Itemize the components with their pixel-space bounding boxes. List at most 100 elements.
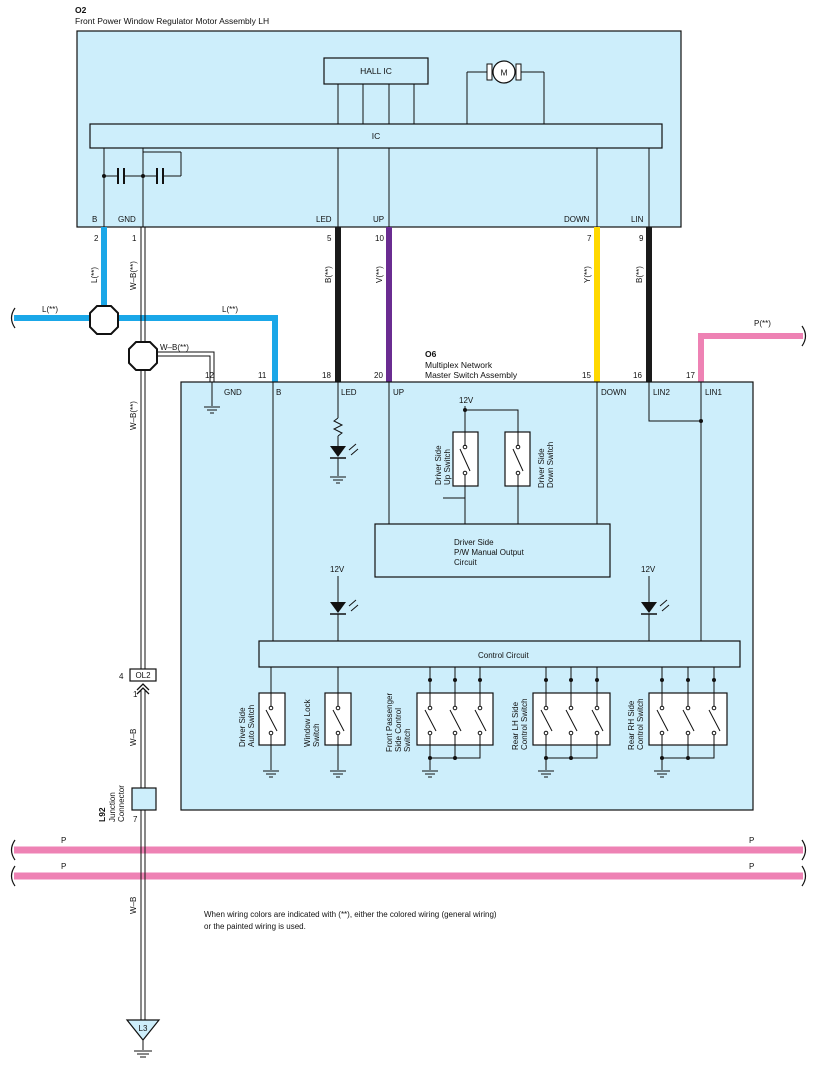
switch-rear-rh-icon <box>648 667 728 778</box>
switch-front-passenger-icon <box>416 667 494 778</box>
capacitor-icon <box>102 151 182 184</box>
o6-pin-down: 15 <box>582 371 591 380</box>
note-line1: When wiring colors are indicated with (*… <box>204 910 497 919</box>
bus2-label-right: P <box>749 862 754 871</box>
ground-icon <box>204 406 220 414</box>
o2-term-gnd: GND <box>118 215 136 224</box>
up-switch-label-1: Driver Side <box>434 445 443 485</box>
wire-label-wb-upper: W–B(**) <box>129 261 138 290</box>
auto-switch-label-2: Auto Switch <box>247 705 256 747</box>
note-line2: or the painted wiring is used. <box>204 922 306 931</box>
bus1-label-right: P <box>749 836 754 845</box>
pink-bus-1 <box>10 839 807 861</box>
o2-pin-gnd: 1 <box>132 234 137 243</box>
splice-blue-icon <box>89 305 119 335</box>
down-switch-label-2: Down Switch <box>546 442 555 488</box>
ol2-pin2: 1 <box>133 690 138 699</box>
output-circuit-box <box>374 523 611 578</box>
wire-label-l-right: L(**) <box>222 305 238 314</box>
switch-down-icon <box>504 431 531 487</box>
ic-box <box>89 123 663 149</box>
up-switch-label-2: Up Switch <box>443 449 452 485</box>
o6-code: O6 <box>425 349 437 359</box>
ground-icon <box>330 476 346 484</box>
ground-point-l3 <box>125 1019 161 1058</box>
lock-switch-label-2: Switch <box>312 723 321 747</box>
wire-label-b-lin: B(**) <box>635 266 644 283</box>
wire-label-y-down: Y(**) <box>583 266 592 283</box>
l92-line1: Junction <box>108 792 117 822</box>
o6-term-gnd: GND <box>224 388 242 397</box>
control-circuit-box <box>258 640 741 668</box>
wire-label-wb-bottom: W–B <box>129 897 138 914</box>
ol2-pin: 4 <box>119 672 124 681</box>
o2-term-led: LED <box>316 215 332 224</box>
o2-pin-down: 7 <box>587 234 592 243</box>
switch-up-icon <box>452 431 479 487</box>
o6-pin-lin1: 17 <box>686 371 695 380</box>
o6-title-1: Multiplex Network <box>425 360 493 370</box>
o6-term-led: LED <box>341 388 357 397</box>
hall-ic-box <box>323 57 429 85</box>
wire-label-p-lin1: P(**) <box>754 319 771 328</box>
o2-pin-up: 10 <box>375 234 384 243</box>
resistor-icon <box>332 417 344 437</box>
output-circuit-line3: Circuit <box>454 558 477 567</box>
junction-connector-l92 <box>131 787 157 811</box>
ol2-label: OL2 <box>135 671 151 680</box>
o2-term-lin: LIN <box>631 215 644 224</box>
wire-label-l-vert: L(**) <box>90 267 99 283</box>
motor-icon: M <box>466 60 545 124</box>
o2-code: O2 <box>75 5 87 15</box>
motor-label: M <box>500 68 507 78</box>
o6-pin-lin2: 16 <box>633 371 642 380</box>
o6-term-lin2: LIN2 <box>653 388 670 397</box>
v12-left: 12V <box>330 565 345 574</box>
wire-label-wb-mid: W–B <box>129 729 138 746</box>
o2-term-up: UP <box>373 215 384 224</box>
front-pass-label-3: Switch <box>403 728 412 752</box>
switch-auto-icon <box>258 692 286 746</box>
wire-blue <box>14 227 278 382</box>
splice-wb-icon <box>128 341 158 371</box>
o2-pin-b: 2 <box>94 234 99 243</box>
bus1-label-left: P <box>61 836 66 845</box>
wire-label-wb-branch: W–B(**) <box>160 343 189 352</box>
wire-label-wb-lower: W–B(**) <box>129 401 138 430</box>
l3-label: L3 <box>139 1024 148 1033</box>
ground-icon <box>263 770 279 778</box>
down-switch-label-1: Driver Side <box>537 448 546 488</box>
l92-line2: Connector <box>117 785 126 822</box>
switch-rear-lh-icon <box>532 667 611 778</box>
l92-code: L92 <box>97 807 107 822</box>
o2-pin-lin: 9 <box>639 234 644 243</box>
ground-icon <box>330 770 346 778</box>
front-pass-label-1: Front Passenger <box>385 693 394 752</box>
o6-pin-gnd: 12 <box>205 371 214 380</box>
output-circuit-line2: P/W Manual Output <box>454 548 525 557</box>
control-circuit-label: Control Circuit <box>478 651 529 660</box>
switch-lock-icon <box>324 692 352 746</box>
o2-term-b: B <box>92 215 97 224</box>
ic-label: IC <box>372 131 381 141</box>
v12-right: 12V <box>641 565 656 574</box>
o6-pin-b: 11 <box>258 371 267 380</box>
o6-term-lin1: LIN1 <box>705 388 722 397</box>
connector-ol2 <box>129 668 157 682</box>
o6-title-2: Master Switch Assembly <box>425 370 518 380</box>
bus2-label-left: P <box>61 862 66 871</box>
wire-label-b-led: B(**) <box>324 266 333 283</box>
lock-switch-label-1: Window Lock <box>303 698 312 747</box>
output-circuit-line1: Driver Side <box>454 538 494 547</box>
o2-title: Front Power Window Regulator Motor Assem… <box>75 16 269 26</box>
o6-term-down: DOWN <box>601 388 627 397</box>
rear-lh-label-2: Control Switch <box>520 698 529 750</box>
pink-bus-2 <box>10 865 807 887</box>
o2-term-down: DOWN <box>564 215 590 224</box>
wire-label-v-up: V(**) <box>375 266 384 283</box>
auto-switch-label-1: Driver Side <box>238 707 247 747</box>
o6-term-up: UP <box>393 388 404 397</box>
v12-top: 12V <box>459 396 474 405</box>
front-pass-label-2: Side Control <box>394 708 403 752</box>
